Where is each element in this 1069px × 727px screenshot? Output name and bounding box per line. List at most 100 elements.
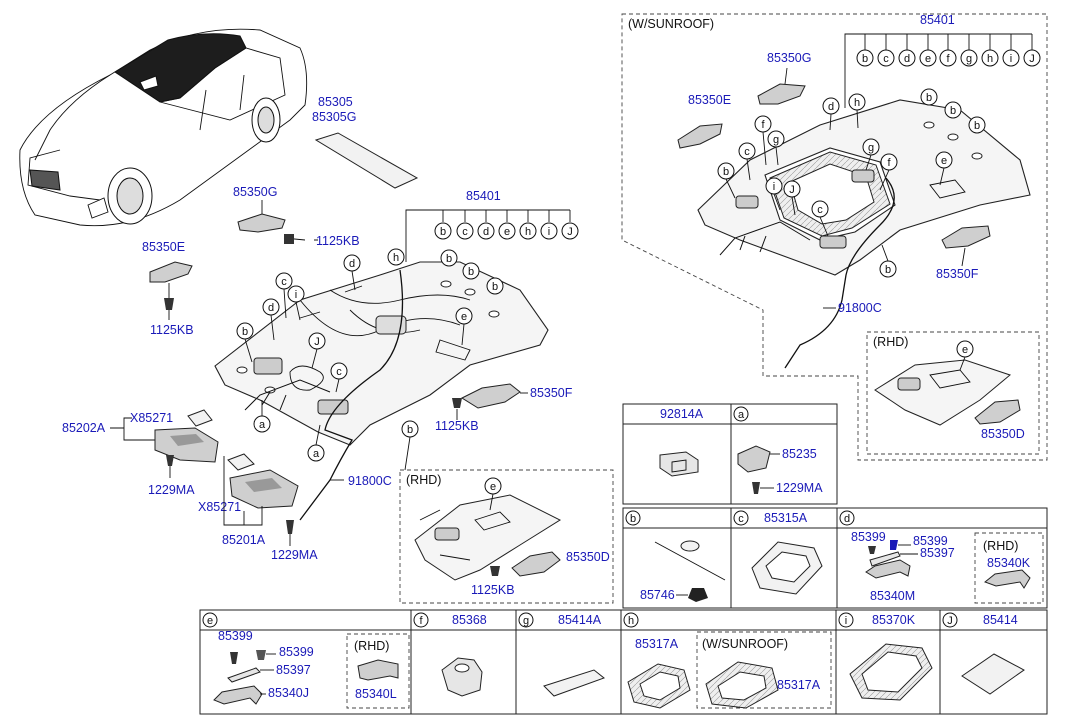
pad-85414A xyxy=(543,669,606,697)
svg-text:i: i xyxy=(295,289,297,301)
part-85201A: 85201A xyxy=(222,533,266,547)
grip-handle-85340L xyxy=(357,659,399,681)
callout-e: e xyxy=(498,222,516,240)
visor-label-x85271 xyxy=(227,453,255,471)
grip-handle-85340K xyxy=(983,569,1031,589)
callout-c: c xyxy=(738,142,756,160)
pad-85414 xyxy=(961,653,1025,695)
part-85414: 85414 xyxy=(983,613,1018,627)
lamp-85235 xyxy=(737,445,771,473)
svg-text:J: J xyxy=(789,184,795,196)
callout-i: i xyxy=(287,285,305,303)
svg-text:J: J xyxy=(567,226,573,238)
callout-c: c xyxy=(811,200,829,218)
callout-J: J xyxy=(561,222,579,240)
callout-g: g xyxy=(862,138,880,156)
callout-h: h xyxy=(519,222,537,240)
callout-e: e xyxy=(935,151,953,169)
part-1125KB: 1125KB xyxy=(150,323,194,337)
callout-e: e xyxy=(919,49,937,67)
callout-b: b xyxy=(717,162,735,180)
callout-a: a xyxy=(253,415,271,433)
cell-label-g: g xyxy=(518,612,534,628)
part-85350E: 85350E xyxy=(688,93,731,107)
part-85350G: 85350G xyxy=(233,185,277,199)
svg-text:c: c xyxy=(817,204,823,216)
svg-text:b: b xyxy=(446,253,452,265)
part-1125KB: 1125KB xyxy=(435,419,479,433)
callout-a: a xyxy=(307,444,325,462)
part-85350F: 85350F xyxy=(936,267,979,281)
rhd-title: (RHD) xyxy=(873,335,908,349)
sun-visor-85202A xyxy=(154,427,219,463)
svg-text:i: i xyxy=(773,181,775,193)
callout-f: f xyxy=(939,49,957,67)
callout-b: b xyxy=(879,260,897,278)
svg-text:g: g xyxy=(966,53,972,65)
svg-text:g: g xyxy=(773,134,779,146)
car-illustration xyxy=(19,28,308,227)
svg-text:d: d xyxy=(483,226,489,238)
sunroof-box xyxy=(621,13,1048,461)
svg-text:a: a xyxy=(738,409,745,421)
rhd-box-e xyxy=(346,633,410,709)
svg-text:c: c xyxy=(744,146,750,158)
sunroof-title: (W/SUNROOF) xyxy=(628,17,714,31)
bracket-85350F-sunroof xyxy=(941,225,991,249)
h-sunroof-title: (W/SUNROOF) xyxy=(702,637,788,651)
svg-text:h: h xyxy=(628,615,634,627)
svg-text:b: b xyxy=(242,326,248,338)
part-85368: 85368 xyxy=(452,613,487,627)
svg-text:b: b xyxy=(468,266,474,278)
svg-text:b: b xyxy=(885,264,891,276)
part-85399: 85399 xyxy=(218,629,253,643)
svg-text:e: e xyxy=(941,155,947,167)
part-85305: 85305 xyxy=(318,95,353,109)
svg-text:d: d xyxy=(904,53,910,65)
part-85340M: 85340M xyxy=(870,589,915,603)
cell-label-i: i xyxy=(838,612,854,628)
rhd-box-d xyxy=(974,532,1044,604)
svg-text:d: d xyxy=(828,101,834,113)
part-1229MA: 1229MA xyxy=(776,481,823,495)
callout-b: b xyxy=(462,262,480,280)
svg-text:b: b xyxy=(950,105,956,117)
svg-text:c: c xyxy=(462,226,468,238)
part-85399: 85399 xyxy=(913,534,948,548)
callout-i: i xyxy=(1002,49,1020,67)
callout-b: b xyxy=(920,88,938,106)
callout-d: d xyxy=(262,298,280,316)
callout-J: J xyxy=(1023,49,1041,67)
bracket-85368 xyxy=(441,657,483,697)
part-85317A: 85317A xyxy=(635,637,679,651)
callout-b: b xyxy=(236,322,254,340)
part-85340J: 85340J xyxy=(268,686,309,700)
bracket-85350D xyxy=(511,551,561,577)
svg-text:a: a xyxy=(259,419,266,431)
part-85235: 85235 xyxy=(782,447,817,461)
cell-label-h: h xyxy=(623,612,639,628)
callout-c: c xyxy=(877,49,895,67)
part-85350D: 85350D xyxy=(981,427,1025,441)
svg-text:h: h xyxy=(854,97,860,109)
part-85370K: 85370K xyxy=(872,613,916,627)
svg-text:c: c xyxy=(336,366,342,378)
svg-text:J: J xyxy=(1029,53,1035,65)
callout-b: b xyxy=(968,116,986,134)
part-85305G: 85305G xyxy=(312,110,356,124)
callout-c: c xyxy=(275,272,293,290)
svg-text:e: e xyxy=(207,615,213,627)
grip-handle-85340J xyxy=(213,685,263,705)
svg-text:h: h xyxy=(525,226,531,238)
callout-g: g xyxy=(767,130,785,148)
svg-text:i: i xyxy=(1010,53,1012,65)
svg-text:a: a xyxy=(313,448,320,460)
svg-text:h: h xyxy=(393,252,399,264)
callout-J: J xyxy=(308,332,326,350)
svg-text:e: e xyxy=(504,226,510,238)
part-91800C: 91800C xyxy=(348,474,392,488)
callout-b: b xyxy=(434,222,452,240)
cell-label-a: a xyxy=(733,406,749,422)
part-85746: 85746 xyxy=(640,588,675,602)
callout-d: d xyxy=(343,254,361,272)
